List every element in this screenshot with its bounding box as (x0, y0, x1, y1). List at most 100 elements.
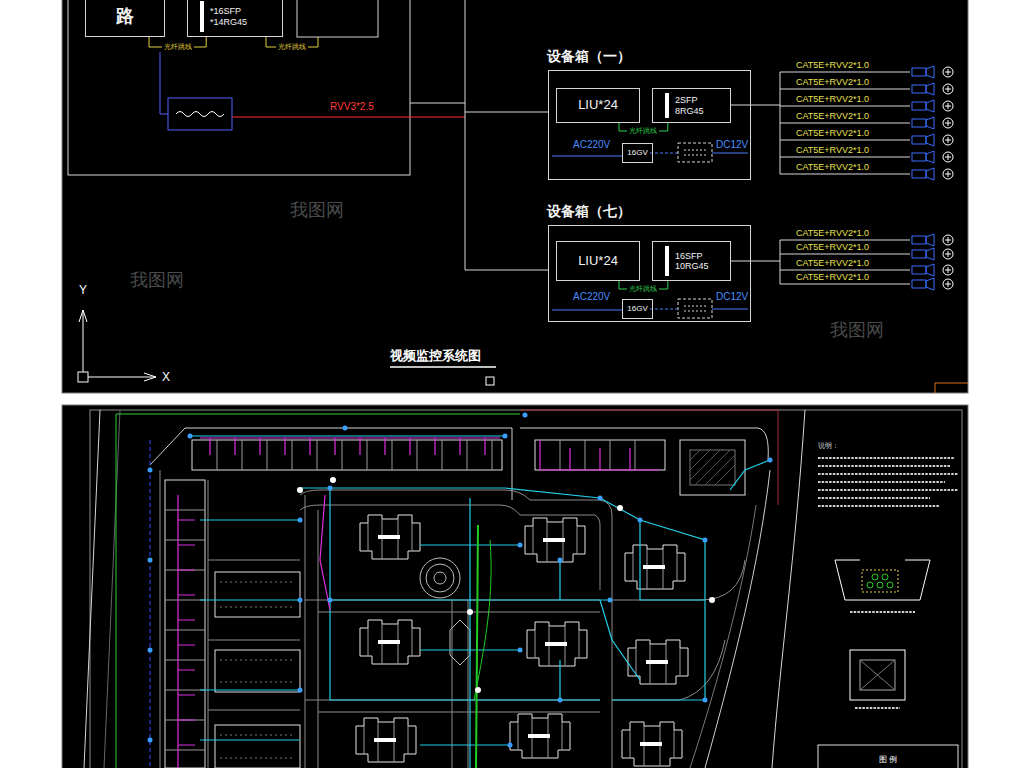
cable-label: 光纤跳线 (627, 285, 659, 293)
cable-route (300, 488, 600, 498)
camera-symbol (912, 278, 953, 290)
frame-corner (935, 383, 968, 393)
building-outline (628, 640, 688, 684)
plaza (450, 620, 470, 665)
road (160, 470, 745, 768)
port-box: *16SFP*14RG45 (187, 0, 283, 37)
building-outline (360, 620, 420, 664)
cable-label: CAT5E+RVV2*1.0 (796, 77, 869, 87)
junction-dot (638, 518, 643, 523)
junction-dot (298, 598, 303, 603)
junction-dot (148, 648, 153, 653)
cable-label: CAT5E+RVV2*1.0 (796, 258, 869, 268)
junction-dot (608, 598, 613, 603)
axis-icon (78, 372, 88, 382)
port-box: 2SFP8RG45 (652, 88, 731, 123)
power-wiring (684, 150, 706, 155)
system-panel (465, 0, 466, 270)
port-bar (665, 93, 669, 118)
port-box: 16SFP10RG45 (652, 241, 731, 281)
power-wiring (552, 310, 622, 311)
cable-route (469, 498, 470, 768)
cable-label: CAT5E+RVV2*1.0 (796, 145, 869, 155)
cable-route (177, 495, 178, 768)
power-label: AC220V (573, 291, 610, 303)
building-outline (525, 518, 585, 562)
cable-route (559, 560, 560, 700)
building-outline (625, 545, 685, 589)
junction-dot (518, 648, 523, 653)
box-heading: 设备箱（一） (547, 48, 631, 64)
site-plan (104, 410, 120, 768)
camera-cable (731, 72, 780, 174)
cable-route (640, 520, 705, 600)
title-underline (486, 377, 494, 385)
cable-route (330, 488, 610, 600)
well-dot (709, 597, 715, 603)
axis-label: X (162, 371, 170, 385)
power-box: 16GV (622, 143, 653, 163)
equipment-box: 设备箱（一）LIU*242SFP8RG4516GV (548, 70, 751, 180)
box-label: 2SFP (675, 95, 698, 105)
junction-dot (518, 543, 523, 548)
building-outline (356, 718, 416, 762)
power-wiring (552, 143, 748, 318)
note-text (818, 458, 958, 506)
road (612, 640, 725, 700)
system-panel (297, 0, 378, 37)
cable-route (474, 540, 491, 700)
detail-drawing (850, 650, 905, 700)
port-bar (200, 1, 204, 32)
box-label: 16SFP (675, 251, 703, 261)
building-outline (192, 440, 502, 470)
cable-route (200, 520, 300, 740)
cable-label: CAT5E+RVV2*1.0 (796, 128, 869, 138)
watermark: 我图网 (290, 200, 344, 221)
cable-label: 光纤跳线 (162, 43, 194, 51)
cable-route (600, 600, 640, 680)
cable-route (190, 436, 770, 768)
system-panel (62, 0, 968, 393)
building-outline (215, 725, 300, 768)
junction-dot (188, 434, 193, 439)
well-dot (467, 609, 473, 615)
site-plan (520, 410, 778, 505)
detail-drawing (867, 582, 873, 588)
building-outline (510, 714, 570, 758)
junction-dot (598, 496, 603, 501)
site-plan (90, 410, 962, 768)
building-outline (527, 622, 587, 666)
plaza (420, 558, 460, 598)
cable-route (178, 438, 660, 768)
cable-label: CAT5E+RVV2*1.0 (796, 242, 869, 252)
detail-drawing (887, 582, 893, 588)
well-dot (475, 687, 481, 693)
plaza (426, 564, 454, 592)
system-panel (465, 112, 548, 270)
cable-route (178, 520, 195, 745)
cable-route (190, 435, 505, 436)
box-label: 路 (116, 6, 134, 27)
box-label: LIU*24 (578, 98, 618, 113)
power-wiring (684, 306, 706, 311)
junction-dot (148, 468, 153, 473)
camera-cable (780, 240, 910, 284)
power-wiring (552, 156, 622, 157)
building-outline (560, 440, 635, 470)
junction-dot (343, 426, 348, 431)
camera-cable (731, 72, 910, 284)
power-wiring (650, 309, 678, 310)
site-plan (84, 410, 100, 768)
junction-dot (558, 558, 563, 563)
cable-route (540, 440, 660, 470)
box-label: 8RG45 (675, 106, 704, 116)
cable-label: CAT5E+RVV2*1.0 (796, 228, 869, 238)
box-label: *16SFP (210, 6, 241, 16)
port-bar (665, 246, 669, 276)
well-dot (297, 487, 303, 493)
camera-symbol (912, 264, 953, 276)
camera-cable (780, 72, 910, 174)
power-label: DC12V (716, 139, 748, 151)
building-outline (217, 440, 492, 470)
